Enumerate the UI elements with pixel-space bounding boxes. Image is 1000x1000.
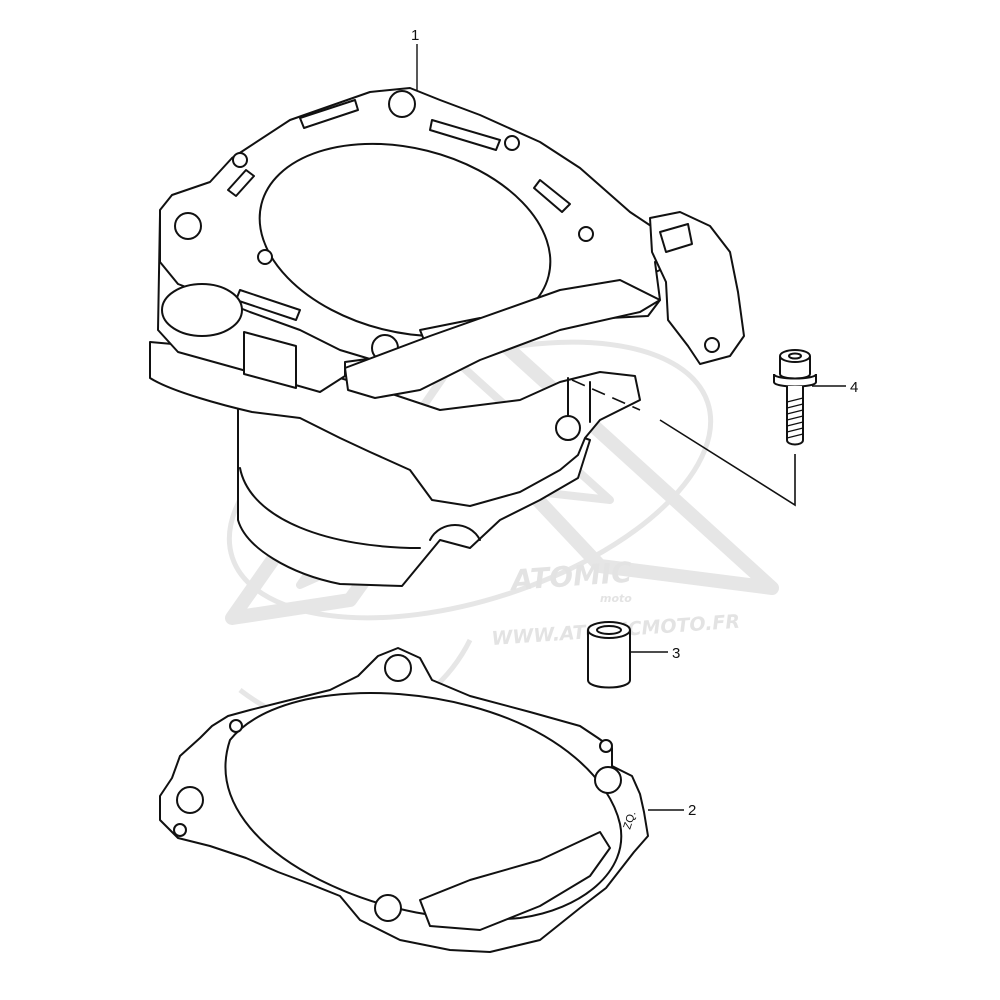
assembly-line xyxy=(571,379,796,507)
cylinder-coolant-slot xyxy=(429,119,501,151)
cylinder-bore xyxy=(258,142,552,338)
cylinder-skirt-window xyxy=(243,331,297,389)
cylinder-bracket-hole xyxy=(704,337,720,353)
assembly-line-solid xyxy=(659,419,796,507)
gasket-marking: ZQ. xyxy=(621,810,638,831)
gasket-bolt-hole xyxy=(594,766,622,794)
gasket-small-hole xyxy=(599,739,613,753)
cylinder-bolt-hole xyxy=(578,226,594,242)
cylinder-base-flange xyxy=(149,341,641,507)
gasket-bore xyxy=(224,691,623,921)
assembly-line-dashed xyxy=(571,379,641,411)
dowel-pin-part xyxy=(587,621,631,689)
cylinder-bolt-hole xyxy=(257,249,273,265)
cylinder-stud-boss xyxy=(555,415,581,441)
gasket-bolt-hole xyxy=(384,654,412,682)
bolt-flange xyxy=(773,373,817,388)
cylinder-coolant-slot xyxy=(299,99,359,129)
callout-2: 2 xyxy=(688,802,696,819)
callout-3: 3 xyxy=(672,645,680,662)
gasket-bolt-hole xyxy=(374,894,402,922)
cylinder-bolt-hole xyxy=(174,212,202,240)
dowel-pin-body xyxy=(587,630,631,689)
cylinder-side-bracket-tab xyxy=(659,223,693,253)
callout-1: 1 xyxy=(411,27,419,44)
bolt-thread xyxy=(786,397,804,439)
cylinder-sleeve xyxy=(239,467,421,549)
cylinder-bolt-hole xyxy=(232,152,248,168)
callout-4: 4 xyxy=(850,379,858,396)
cylinder-sleeve-arc xyxy=(429,524,481,541)
base-gasket-part xyxy=(159,647,649,953)
watermark-logo-text: ATOMIC xyxy=(508,556,633,598)
gasket-bolt-hole xyxy=(176,786,204,814)
dowel-pin-bore xyxy=(596,625,622,635)
cylinder-intake-channel xyxy=(344,279,661,399)
gasket-oil-channel xyxy=(419,831,611,931)
cylinder-bolt-hole xyxy=(388,90,416,118)
gasket-small-hole xyxy=(173,823,187,837)
cylinder-coolant-slot xyxy=(227,169,255,197)
callout-leaders xyxy=(416,44,846,811)
cylinder-side-boss xyxy=(161,283,243,337)
watermark-logo-subtext: moto xyxy=(600,592,632,605)
cylinder-part xyxy=(149,87,745,587)
bolt-part xyxy=(773,349,817,446)
cylinder-coolant-slot xyxy=(533,179,571,213)
bolt-head-socket xyxy=(788,352,802,360)
cylinder-bolt-hole xyxy=(504,135,520,151)
gasket-small-hole xyxy=(229,719,243,733)
